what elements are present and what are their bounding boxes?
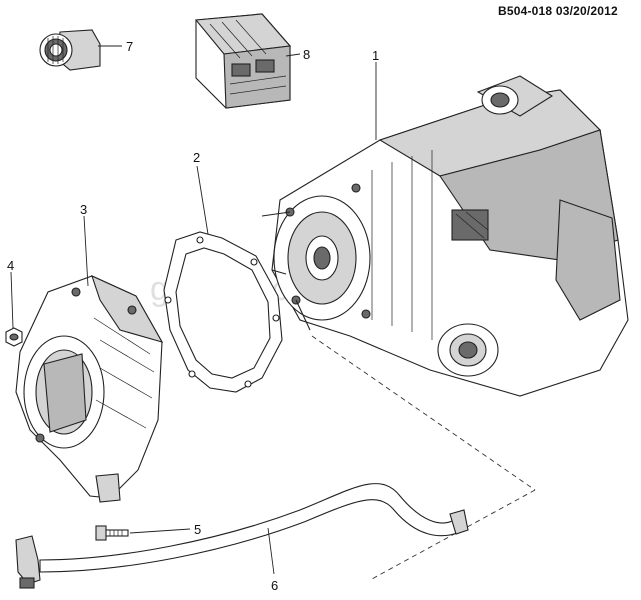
- vent-hose-icon[interactable]: [15, 483, 469, 589]
- callout-1: 1: [372, 48, 379, 63]
- callout-5: 5: [194, 522, 201, 537]
- adapter-housing-icon[interactable]: [15, 274, 164, 503]
- leader-line-8: [285, 53, 301, 57]
- transfer-case-assembly-icon[interactable]: [261, 75, 629, 397]
- leader-line-5: [129, 528, 191, 534]
- gasket-icon[interactable]: [163, 231, 283, 393]
- callout-2: 2: [193, 150, 200, 165]
- diagram-reference-code: B504-018 03/20/2012: [498, 4, 618, 18]
- callout-4: 4: [7, 258, 14, 273]
- leader-line-4: [10, 271, 14, 329]
- leader-line-6: [267, 527, 275, 575]
- nut-icon[interactable]: [5, 327, 23, 347]
- callout-6: 6: [271, 578, 278, 593]
- callout-7: 7: [126, 39, 133, 54]
- callout-8: 8: [303, 47, 310, 62]
- selector-switch-icon[interactable]: [39, 29, 101, 71]
- leader-line-2: [196, 165, 209, 235]
- leader-line-3: [83, 215, 89, 287]
- callout-labels: 1 2 3 4 5 6 7 8: [7, 39, 379, 593]
- alignment-lines: [311, 335, 536, 581]
- callout-3: 3: [80, 202, 87, 217]
- bolt-icon[interactable]: [95, 525, 129, 541]
- control-module-icon[interactable]: [194, 13, 292, 109]
- leader-lines: [10, 45, 377, 575]
